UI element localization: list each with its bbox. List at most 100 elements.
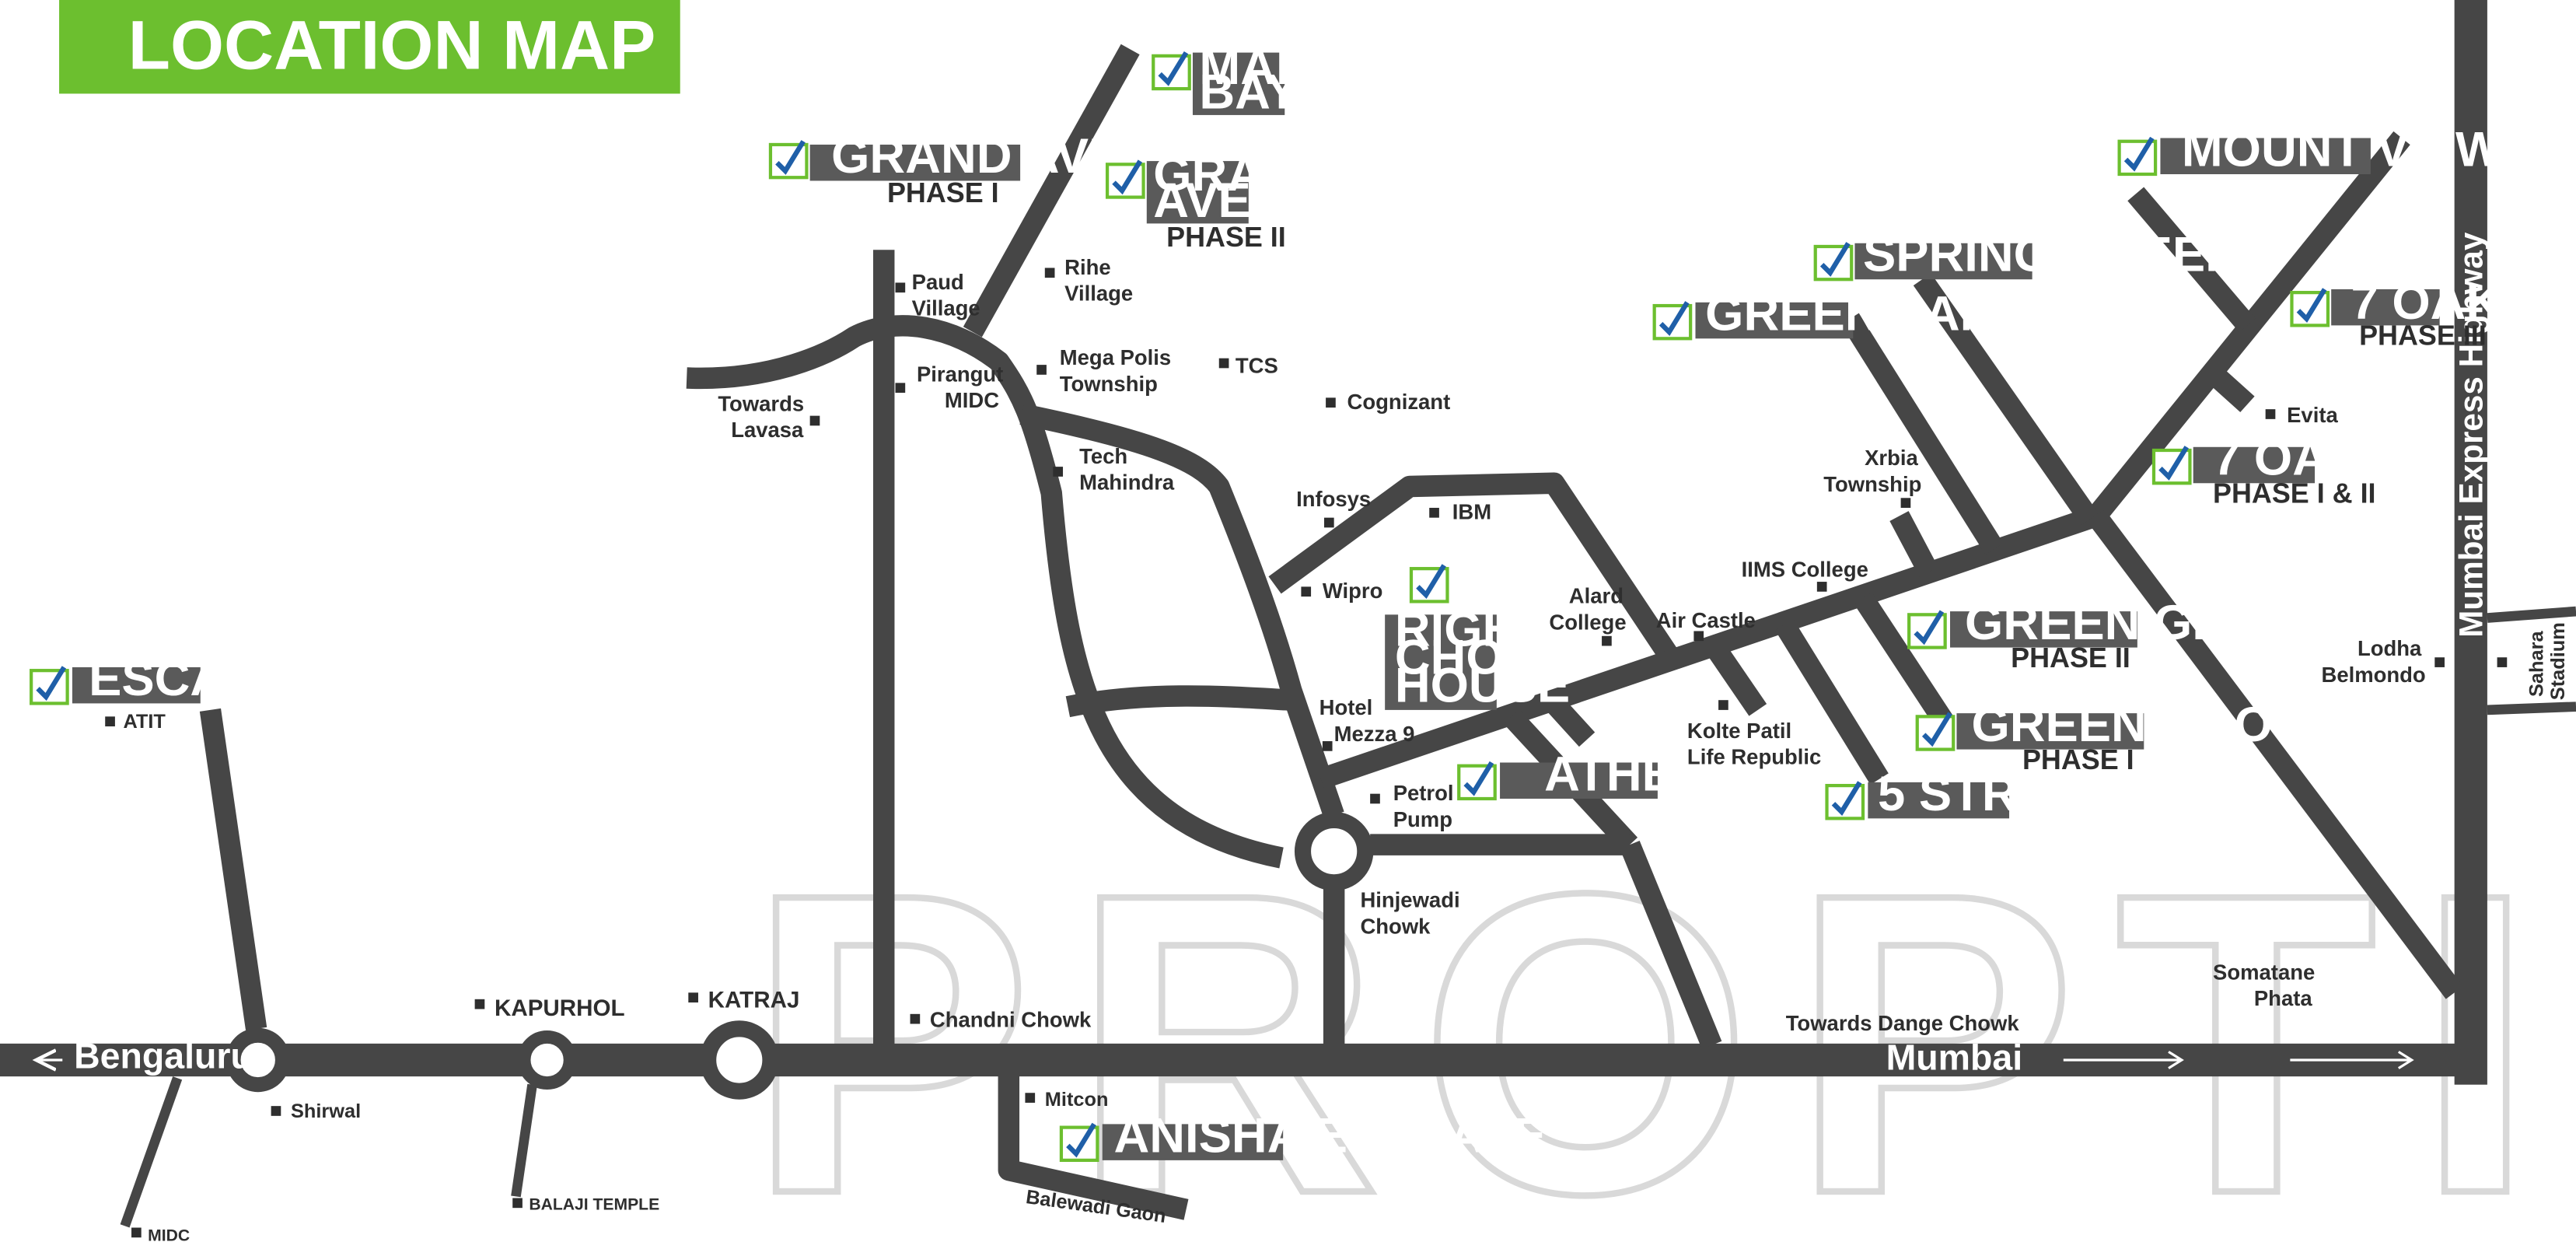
junction-katraj	[700, 1020, 779, 1100]
road-balaji	[511, 1083, 537, 1198]
project-5-streaks[interactable]: 5 STREAKS	[1827, 767, 2155, 821]
mumbai-express-highway	[2454, 0, 2487, 1085]
junctions	[225, 811, 1374, 1100]
project-anisha-name: ANISHA ENCLAVE	[1114, 1108, 1547, 1163]
label-midc: MIDC	[148, 1226, 190, 1244]
label-cognizant: Cognizant	[1347, 390, 1451, 414]
label-kolte-patil-1: Kolte Patil	[1687, 719, 1791, 743]
label-hinjewadi-2: Chowk	[1360, 914, 1431, 938]
project-green-grove-1-name: GREEN GROVE	[1971, 698, 2338, 752]
label-evita: Evita	[2287, 403, 2338, 427]
label-hotel-mezza-1: Hotel	[1319, 695, 1373, 719]
project-marina-bay-line1: MARINA	[1199, 40, 1396, 95]
project-7-oaks-phase-1-2[interactable]: 7 OAKS PHASE I & II	[2154, 432, 2396, 509]
project-grand-avenue-phase-2[interactable]: GRAND AVENUE PHASE II	[1107, 147, 1355, 253]
project-athena-name: ATHENA	[1544, 747, 1746, 801]
project-mount-view-name: MOUNT VIEW 34	[2182, 122, 2571, 177]
road-connector	[1065, 685, 1292, 718]
junction-shirwal	[225, 1027, 290, 1093]
label-ibm: IBM	[1452, 500, 1491, 524]
label-mega-polis-1: Mega Polis	[1060, 345, 1171, 369]
label-paud-village-2: Village	[912, 296, 980, 320]
label-wipro: Wipro	[1323, 579, 1383, 603]
label-somatane-1: Somatane	[2213, 960, 2315, 984]
label-balaji-temple: BALAJI TEMPLE	[529, 1195, 659, 1213]
road-5-streaks	[1774, 618, 1889, 785]
project-spring-green-name: SPRING GREEN	[1863, 228, 2241, 282]
road-ibm-loop	[1268, 472, 1682, 667]
project-green-grove-phase-1[interactable]: GREEN GROVE PHASE I	[1917, 698, 2339, 775]
label-air-castle: Air Castle	[1656, 608, 1756, 632]
label-iims-college: IIMS College	[1742, 558, 1868, 582]
project-7-oaks-12-phase: PHASE I & II	[2213, 478, 2375, 509]
project-right-choice-line1: RIGHT	[1395, 602, 1548, 656]
project-marina-bay[interactable]: MARINA BAY	[1153, 40, 1396, 120]
project-green-grove-2-phase: PHASE II	[2011, 642, 2130, 673]
label-chandni-chowk: Chandni Chowk	[930, 1008, 1092, 1032]
project-7-oaks-phase-3[interactable]: 7 OAKS PHASE III	[2291, 275, 2534, 352]
label-hotel-mezza-2: Mezza 9	[1334, 722, 1415, 746]
label-kapurhol: KAPURHOL	[495, 995, 625, 1021]
road-lavasa-loop	[686, 315, 1284, 869]
road-midc	[120, 1076, 183, 1228]
label-rihe-village-2: Village	[1064, 282, 1133, 306]
label-somatane-2: Phata	[2254, 986, 2312, 1010]
road-spring-green	[1913, 273, 2099, 526]
label-alard-1: Alard	[1569, 584, 1624, 608]
road-somatane	[2088, 509, 2463, 999]
title-banner: LOCATION MAP	[59, 0, 680, 94]
project-5-streaks-name: 5 STREAKS	[1878, 767, 2155, 821]
project-right-choice-line2: CHOICE	[1395, 630, 1586, 684]
place-labels: Paud Village Rihe Village Pirangut MIDC …	[105, 255, 2569, 1244]
project-green-grove-2-name: GREEN GROVE	[1965, 596, 2332, 650]
road-mount-view-branch	[2127, 187, 2256, 333]
road-kolte-patil	[1706, 641, 1767, 716]
project-grand-avenue-1-phase: PHASE I	[887, 177, 999, 208]
project-escapade[interactable]: ESCAPADE	[31, 652, 359, 706]
label-mumbai-express-highway: Mumbai Express Highway	[2453, 232, 2490, 638]
label-petrol-pump-1: Petrol	[1393, 781, 1454, 805]
road-dange-chowk	[1620, 840, 1722, 1050]
project-athena[interactable]: ATHENA	[1459, 747, 1746, 801]
project-right-choice-house[interactable]: RIGHT CHOICE HOUSE	[1385, 565, 1586, 712]
stadium-road-top	[2487, 606, 2576, 623]
label-towards-lavasa-1: Towards	[718, 391, 804, 415]
project-green-land[interactable]: GREEN LAND	[1655, 287, 2031, 341]
highway-arrows	[36, 1051, 2414, 1068]
label-tech-mahindra-2: Mahindra	[1079, 471, 1175, 495]
label-lodha-2: Belmondo	[2322, 663, 2426, 687]
project-anisha-enclave[interactable]: ANISHA ENCLAVE	[1061, 1108, 1547, 1163]
label-towards-lavasa-2: Lavasa	[731, 418, 804, 442]
label-hinjewadi-1: Hinjewadi	[1360, 887, 1459, 911]
road-balewadi	[998, 1062, 1189, 1220]
label-katraj: KATRAJ	[708, 987, 800, 1013]
label-mumbai: Mumbai	[1886, 1037, 2023, 1078]
project-marina-bay-line2: BAY	[1199, 65, 1298, 119]
road-xrbia	[1889, 511, 1938, 577]
label-infosys: Infosys	[1296, 487, 1371, 511]
label-xrbia-2: Township	[1823, 472, 1921, 496]
label-mega-polis-2: Township	[1060, 372, 1158, 396]
label-alard-2: College	[1549, 610, 1626, 634]
label-tech-mahindra-1: Tech	[1079, 444, 1127, 468]
label-pirangut-2: MIDC	[945, 388, 999, 412]
road-hinjewadi-main	[1317, 506, 2100, 789]
project-mount-view-34[interactable]: MOUNT VIEW 34	[2120, 122, 2571, 177]
label-kolte-patil-2: Life Republic	[1687, 745, 1821, 769]
project-7-oaks-3-phase: PHASE III	[2359, 320, 2487, 352]
project-green-grove-1-phase: PHASE I	[2022, 743, 2134, 775]
label-sahara-1: Sahara	[2526, 631, 2548, 697]
road-green-land	[1840, 313, 2004, 555]
label-paud-village-1: Paud	[912, 270, 964, 294]
project-green-grove-phase-2[interactable]: GREEN GROVE PHASE II	[1909, 596, 2332, 673]
project-grand-avenue-2-line2: AVENUE	[1153, 173, 1354, 228]
label-mitcon: Mitcon	[1045, 1089, 1109, 1111]
label-towards-dange-chowk: Towards Dange Chowk	[1786, 1011, 2020, 1035]
label-rihe-village-1: Rihe	[1064, 255, 1110, 279]
label-atit: ATIT	[123, 711, 166, 733]
label-bengaluru: Bengaluru	[74, 1036, 253, 1076]
project-spring-green[interactable]: SPRING GREEN	[1816, 228, 2241, 282]
road-tech-mahindra	[1019, 404, 1344, 819]
